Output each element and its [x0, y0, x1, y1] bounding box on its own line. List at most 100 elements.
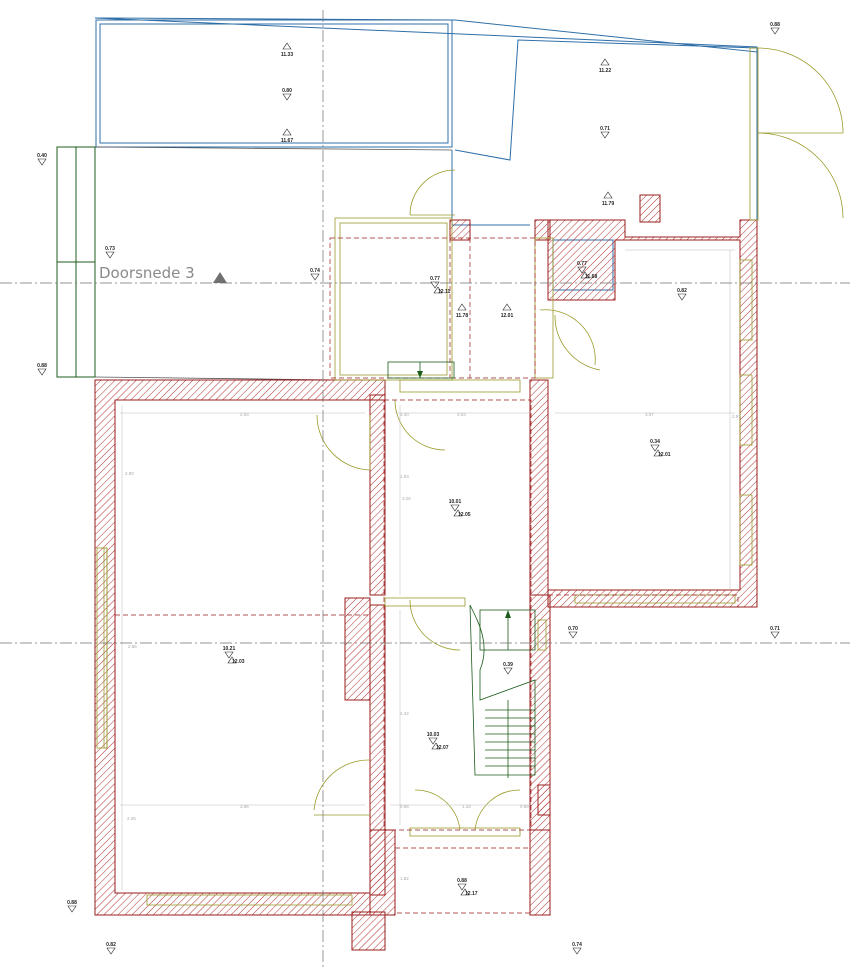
dashed-beams: [115, 237, 739, 914]
level-value: 0.82: [106, 942, 116, 948]
level-up-icon: [453, 509, 463, 517]
dimension-label: 3.40: [400, 412, 409, 417]
level-down-icon: [282, 93, 292, 101]
windows: [96, 47, 844, 906]
level-down-icon: [37, 368, 47, 376]
level-value: 11.67: [281, 138, 293, 144]
level-value: 11.78: [456, 313, 468, 319]
level-marker: 0.73: [105, 246, 115, 259]
door-swings: [313, 309, 601, 831]
level-value: 0.80: [282, 88, 292, 94]
level-down-icon: [457, 883, 467, 891]
dimension-label: 1.93: [400, 474, 409, 479]
level-down-icon: [677, 293, 687, 301]
dimension-lines: [120, 249, 735, 890]
staircase: [469, 604, 536, 778]
level-up-icon: [433, 286, 443, 294]
level-marker: 11.79: [602, 191, 614, 207]
dimension-label: 2.97: [732, 414, 741, 419]
level-marker: 0.70: [568, 626, 578, 639]
dimension-label: 3.97: [645, 412, 654, 417]
level-down-icon: [105, 251, 115, 259]
dimension-label: 3.26: [402, 496, 411, 501]
level-marker: 11.33: [281, 42, 293, 58]
dimension-label: 2.93: [240, 412, 249, 417]
level-value-bottom: 12.01: [658, 452, 671, 458]
level-marker: 0.34 12.01: [650, 439, 671, 458]
level-marker: 0.71: [770, 626, 780, 639]
level-down-icon: [600, 131, 610, 139]
level-value: 12.01: [501, 313, 514, 319]
level-down-icon: [770, 27, 780, 35]
level-down-icon: [430, 281, 440, 289]
level-down-icon: [67, 905, 77, 913]
dimension-label: 0.99: [520, 804, 529, 809]
level-up-icon: [600, 58, 610, 66]
level-up-icon: [502, 303, 512, 311]
level-value: 0.71: [770, 626, 780, 632]
level-marker: 10.03 12.07: [427, 732, 449, 751]
level-value: 10.03: [427, 732, 440, 738]
level-value: 0.71: [600, 126, 610, 132]
level-value: 0.77: [577, 261, 587, 267]
section-marker-icon: [213, 272, 227, 283]
level-up-icon: [282, 128, 292, 136]
level-up-icon: [457, 303, 467, 311]
dimension-label: 2.25: [127, 816, 136, 821]
level-marker: 0.82: [677, 288, 687, 301]
level-down-icon: [310, 273, 320, 281]
level-value: 0.88: [770, 22, 780, 28]
level-value: 0.73: [105, 246, 115, 252]
dimension-label: 3.95: [240, 804, 249, 809]
level-value: 0.39: [503, 662, 513, 668]
level-value: 11.22: [599, 68, 611, 74]
level-value: 0.88: [457, 878, 467, 884]
level-marker: 11.78: [456, 303, 468, 319]
level-down-icon: [577, 266, 587, 274]
level-marker: 0.88: [37, 363, 47, 376]
level-down-icon: [568, 631, 578, 639]
level-value: 0.88: [37, 363, 47, 369]
level-marker: 11.67: [281, 128, 293, 144]
level-markers: 0.88 11.33 0.80 11.67 11.22 0.71 11.79 0.40 0.73…: [37, 22, 780, 955]
level-marker: 0.39: [503, 662, 513, 675]
dimension-label: 3.03: [457, 412, 466, 417]
level-marker: 0.80: [282, 88, 292, 101]
level-marker: 12.01: [501, 303, 514, 319]
level-value: 0.74: [572, 942, 582, 948]
exterior-terrace: [94, 17, 758, 291]
level-marker: 0.88: [67, 900, 77, 913]
level-up-icon: [431, 742, 441, 750]
level-value: 0.34: [650, 439, 660, 445]
level-up-icon: [580, 271, 590, 279]
level-value: 10.01: [449, 499, 462, 505]
level-down-icon: [503, 667, 513, 675]
level-marker: 0.71: [600, 126, 610, 139]
dimension-label: 1.43: [462, 804, 471, 809]
level-up-icon: [227, 656, 237, 664]
level-down-icon: [224, 651, 234, 659]
level-value-bottom: 12.03: [232, 659, 245, 665]
level-down-icon: [428, 737, 438, 745]
level-value: 10.21: [223, 646, 236, 652]
level-up-icon: [653, 449, 663, 457]
level-marker: 0.88: [770, 22, 780, 35]
level-value-bottom: 12.07: [436, 745, 449, 751]
level-value-bottom: 12.11: [438, 289, 450, 295]
level-marker: 10.21 12.03: [223, 646, 245, 665]
level-down-icon: [37, 158, 47, 166]
level-marker: 0.82: [106, 942, 116, 955]
level-down-icon: [770, 631, 780, 639]
level-down-icon: [650, 444, 660, 452]
level-marker: 0.74: [572, 942, 582, 955]
section-label: Doorsnede 3: [99, 264, 195, 282]
level-value: 0.88: [67, 900, 77, 906]
level-marker: 11.22: [599, 58, 611, 74]
level-down-icon: [106, 947, 116, 955]
dimension-label: 2.42: [400, 711, 409, 716]
level-value: 0.40: [37, 153, 47, 159]
terrace-edge: [94, 146, 453, 151]
